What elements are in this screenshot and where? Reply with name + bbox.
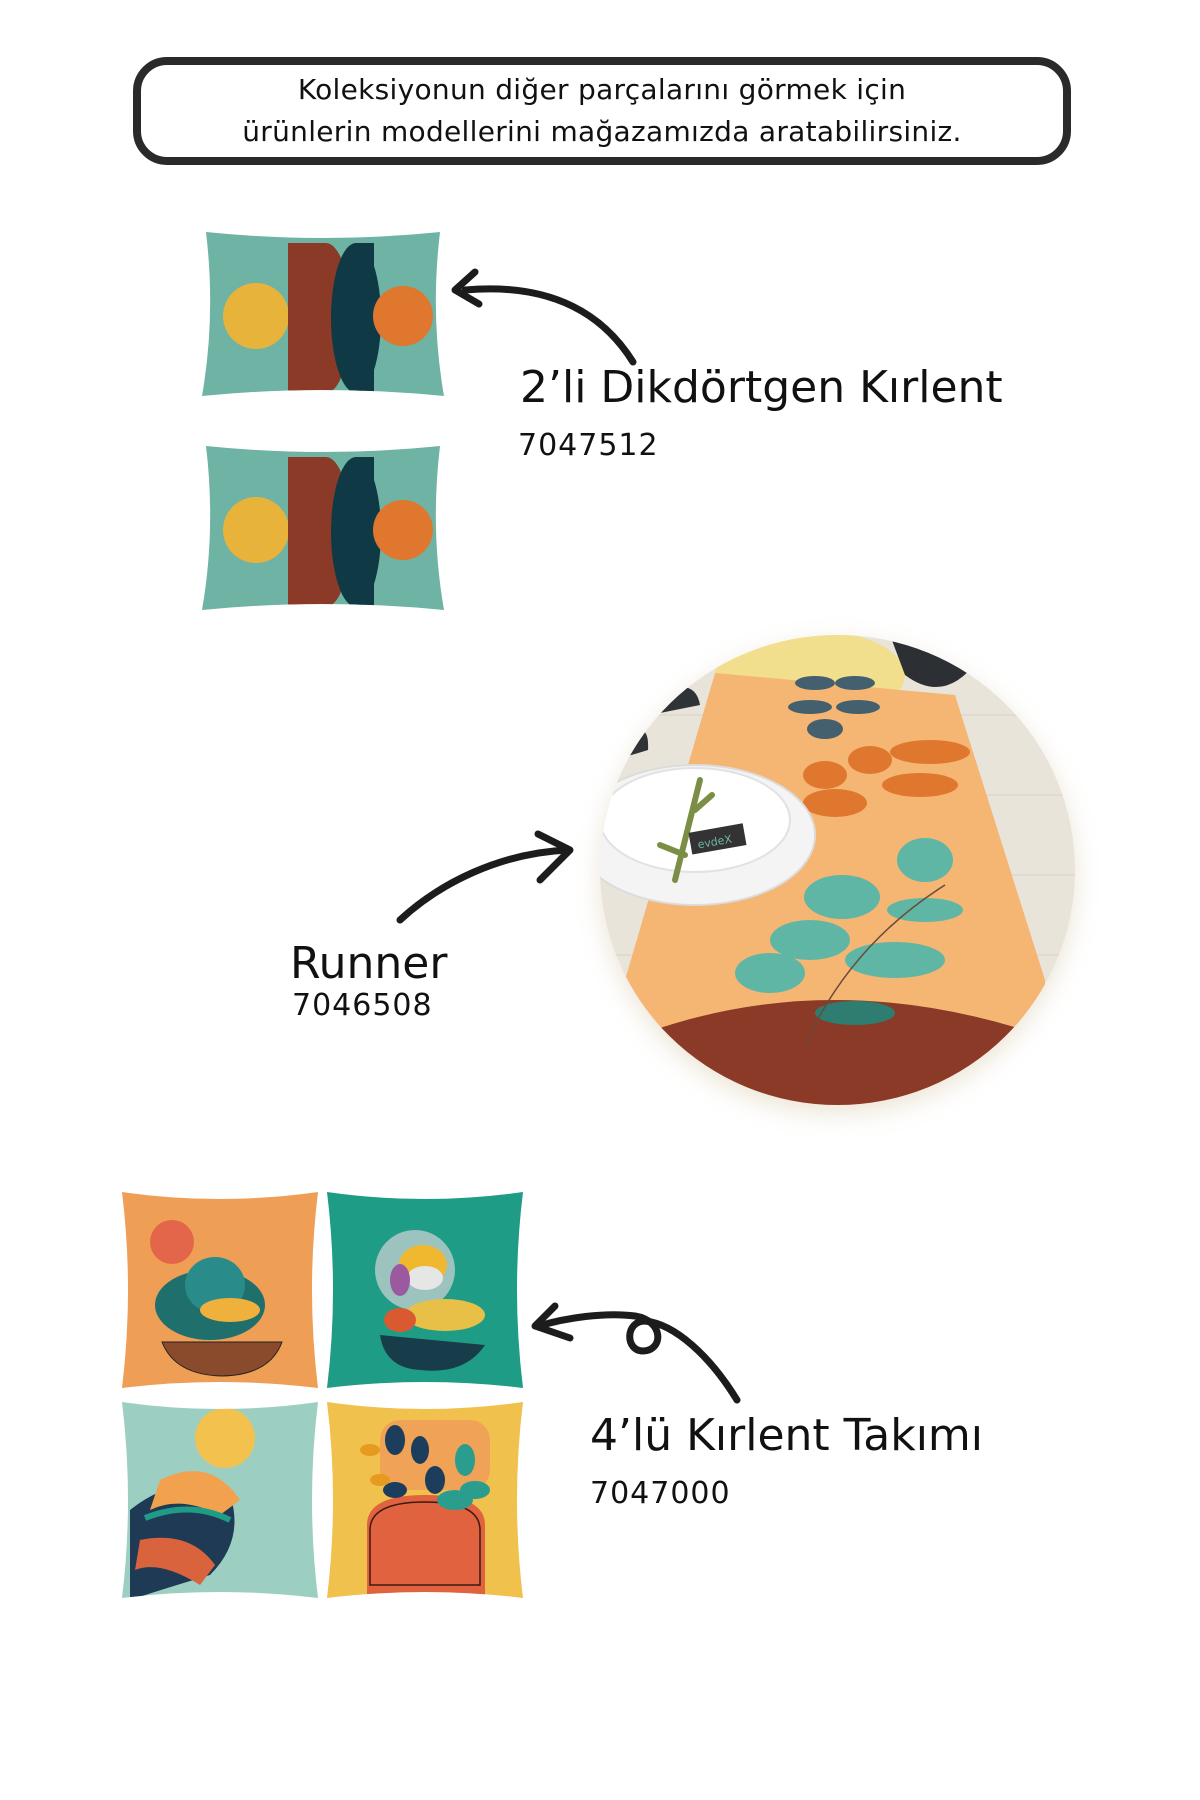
product-code-runner: 7046508 xyxy=(292,988,433,1023)
runner-photo: evdeX xyxy=(600,635,1075,1105)
product-title-rect-cushions: 2’li Dikdörtgen Kırlent xyxy=(520,362,1003,413)
arrow-to-four-cushions-icon xyxy=(525,1296,755,1411)
product-code-four-cushions: 7047000 xyxy=(590,1476,731,1511)
cushion-orange-plant xyxy=(122,1192,318,1388)
four-cushion-set-image xyxy=(120,1190,530,1610)
arrow-to-runner-icon xyxy=(390,828,580,928)
product-title-four-cushions: 4’lü Kırlent Takımı xyxy=(590,1410,984,1461)
notice-line-2: ürünlerin modellerini mağazamızda aratab… xyxy=(242,115,962,148)
product-title-runner: Runner xyxy=(290,938,448,989)
svg-text:evdeX: evdeX xyxy=(697,832,734,851)
rect-cushion-image-1 xyxy=(198,228,448,403)
product-code-rect-cushions: 7047512 xyxy=(518,428,659,463)
arrow-to-rect-cushions-icon xyxy=(445,262,645,372)
rect-cushion-image-2 xyxy=(198,442,448,617)
collection-notice-box: Koleksiyonun diğer parçalarını görmek iç… xyxy=(133,57,1071,165)
notice-line-1: Koleksiyonun diğer parçalarını görmek iç… xyxy=(297,73,907,106)
